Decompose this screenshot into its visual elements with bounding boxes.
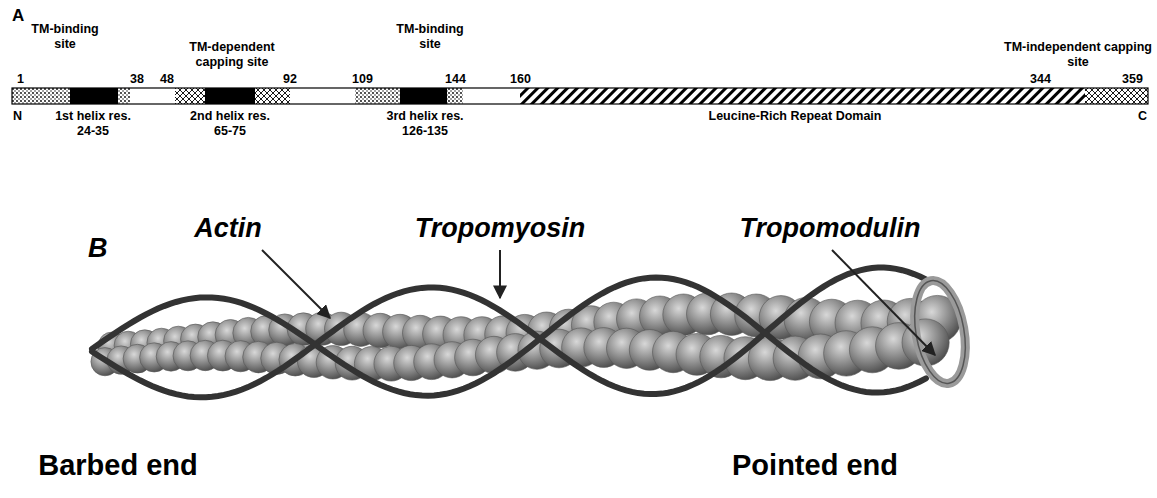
tropomodulin-cap bbox=[907, 277, 972, 388]
terminus-label: N bbox=[13, 109, 22, 124]
residue-number: 48 bbox=[160, 72, 174, 87]
residue-number: 344 bbox=[1030, 72, 1051, 87]
region-label: TM-independent capping site bbox=[1003, 40, 1153, 70]
terminus-label: C bbox=[1138, 109, 1147, 124]
domain-bar bbox=[12, 88, 1148, 104]
leader-arrow bbox=[262, 250, 935, 355]
region-label: TM-binding site bbox=[25, 22, 105, 52]
residue-number: 1 bbox=[17, 72, 24, 87]
tropomyosin-line bbox=[92, 278, 926, 396]
helix-label: 3rd helix res. 126-135 bbox=[382, 109, 468, 139]
panel-letter: A bbox=[12, 6, 24, 26]
component-label: Actin bbox=[194, 212, 262, 244]
tropomyosin-line bbox=[92, 268, 926, 398]
residue-number: 359 bbox=[1122, 72, 1143, 87]
end-label: Pointed end bbox=[732, 448, 898, 483]
helix-label: 2nd helix res. 65-75 bbox=[190, 109, 270, 139]
component-label: Tropomyosin bbox=[415, 212, 586, 244]
residue-number: 38 bbox=[130, 72, 144, 87]
residue-number: 144 bbox=[445, 72, 466, 87]
domain-label: Leucine-Rich Repeat Domain bbox=[665, 109, 925, 124]
actin-filament bbox=[91, 293, 961, 381]
panel-letter: B bbox=[88, 232, 108, 264]
residue-number: 109 bbox=[352, 72, 373, 87]
region-label: TM-dependent capping site bbox=[186, 40, 278, 70]
region-label: TM-binding site bbox=[390, 22, 470, 52]
end-label: Barbed end bbox=[38, 448, 198, 483]
residue-number: 160 bbox=[510, 72, 531, 87]
helix-label: 1st helix res. 24-35 bbox=[53, 109, 133, 139]
residue-number: 92 bbox=[283, 72, 297, 87]
tropomyosin-strand bbox=[92, 268, 926, 398]
component-label: Tropomodulin bbox=[740, 212, 921, 244]
